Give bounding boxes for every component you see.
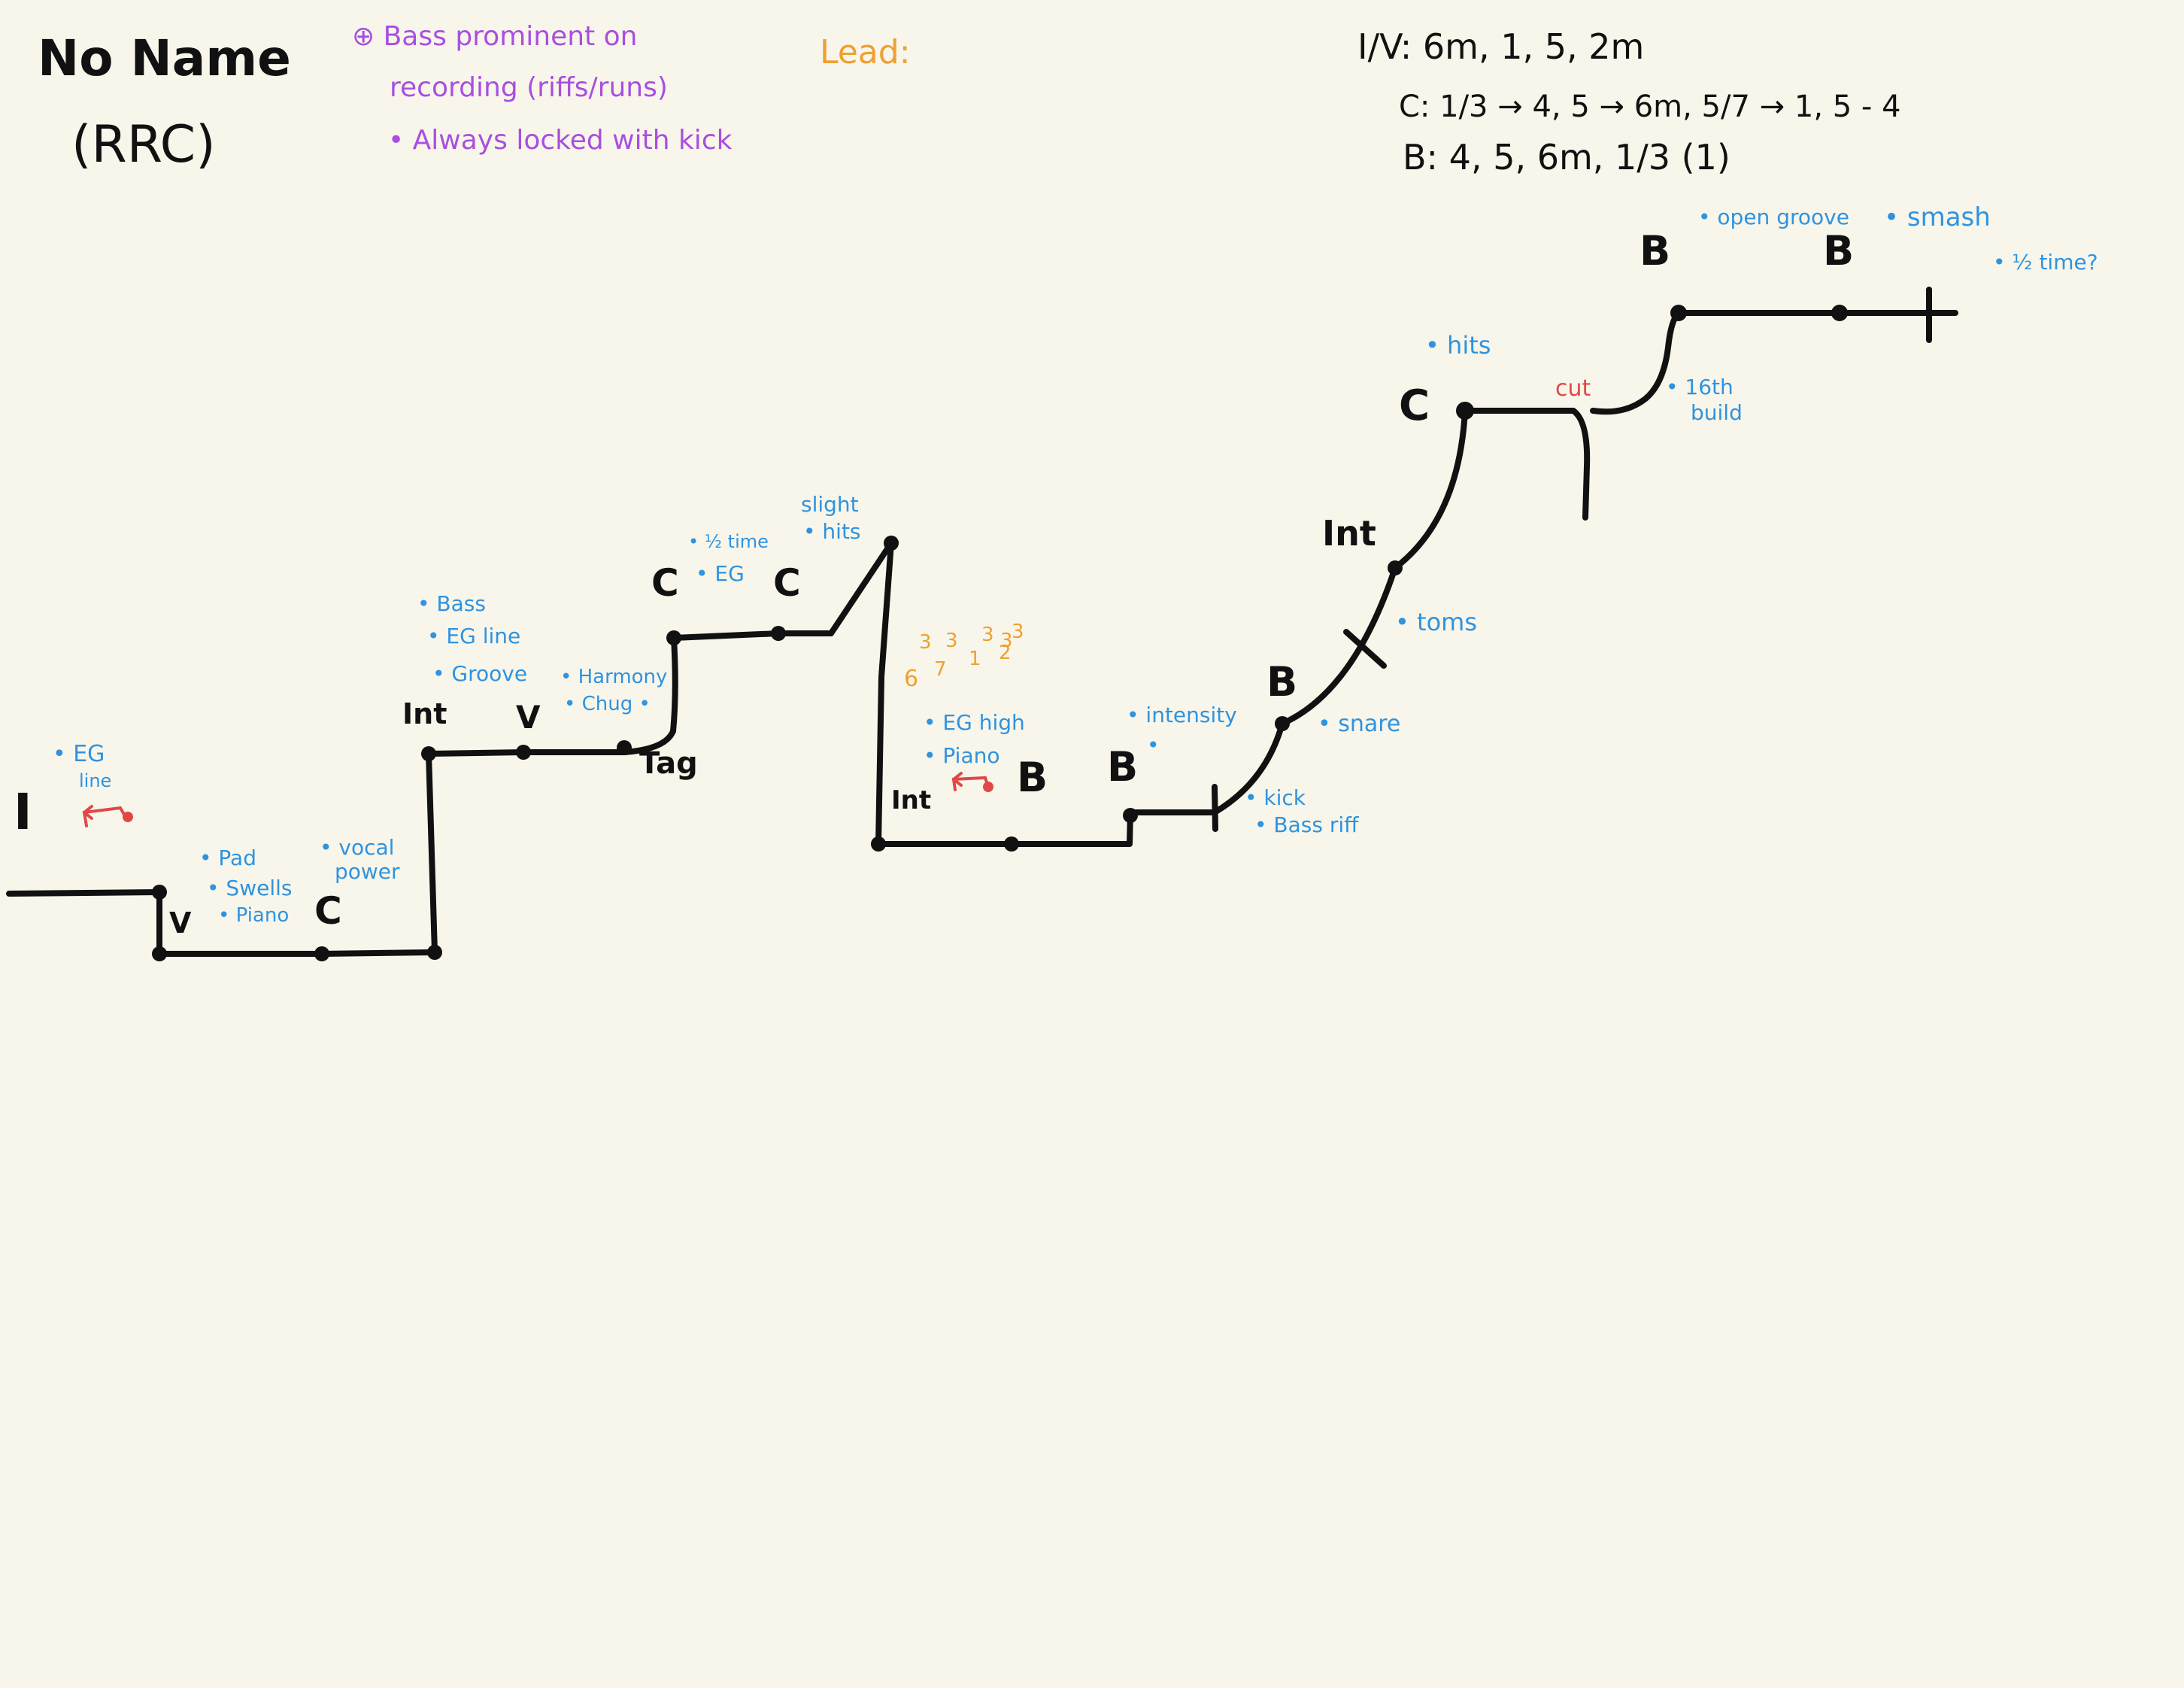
node-bridge1 [1004, 836, 1019, 852]
chord-intro-verse: I/V: 6m, 1, 5, 2m [1357, 26, 1644, 67]
note-bridge2-1: • intensity [1127, 703, 1237, 727]
note-chorus3: • hits [1425, 331, 1491, 360]
song-subtitle: (RRC) [71, 115, 216, 175]
note-chorus2-2: • EG [696, 561, 745, 586]
node-bridge3 [1275, 716, 1290, 731]
node-chorus2b [771, 626, 786, 641]
node-chorus1 [314, 946, 329, 961]
note-verse1-1: • Pad [199, 846, 256, 870]
note-chorus2b-2: • hits [803, 519, 861, 544]
note-interlude2-1: • EG high [924, 710, 1025, 735]
note-chorus1-2: power [335, 859, 400, 884]
node-verse2 [516, 745, 531, 760]
node-verse1 [152, 885, 167, 900]
node-bridge4 [1670, 305, 1687, 321]
note-chorus1-1: • vocal [320, 835, 394, 860]
label-verse1: V [169, 906, 192, 940]
repeat-icon-intro [82, 805, 128, 827]
note-bridge2-2: • [1147, 733, 1160, 757]
label-chorus2b: C [773, 561, 801, 605]
lead-top-3: 3 [981, 624, 994, 646]
note-interlude1-1: • Bass [417, 591, 486, 616]
note-snare: • snare [1318, 711, 1400, 737]
label-bridge4: B [1640, 227, 1670, 275]
lead-bottom-3: 1 [969, 648, 981, 670]
lead-numbers: 3 3 3 3 3 6 7 1 2 [904, 621, 1024, 692]
song-title: No Name [38, 29, 291, 87]
node-chorus3 [1456, 402, 1474, 420]
blue-annotations: • EG line • Pad • Swells • Piano • vocal… [53, 202, 2098, 927]
note-verse1-2: • Swells [207, 876, 292, 900]
path-nodes [152, 305, 1848, 961]
label-bridge5: B [1823, 227, 1854, 275]
repeat-marks [82, 772, 993, 827]
tick-snare [1343, 629, 1387, 669]
node-tag [617, 740, 632, 755]
label-interlude1: Int [402, 697, 447, 730]
repeat-dot-intro [123, 812, 133, 822]
bass-note-line-2: recording (riffs/runs) [390, 72, 668, 103]
note-chorus2b-1: slight [801, 492, 859, 517]
lead-bottom-4: 2 [999, 642, 1012, 664]
path-build [1590, 310, 1958, 415]
lead-top-5: 3 [1012, 621, 1024, 643]
note-interlude1-3: • Groove [432, 661, 527, 686]
note-interlude1-2: • EG line [427, 624, 520, 648]
note-interlude2-2: • Piano [924, 743, 1000, 768]
path-intro [6, 408, 1591, 957]
note-build-1: • 16th [1666, 375, 1734, 399]
label-bridge3: B [1266, 658, 1297, 706]
bass-note-line-3: • Always locked with kick [388, 125, 733, 156]
node-interlude1 [421, 746, 436, 761]
label-chorus2a: C [651, 561, 679, 605]
label-tag: Tag [639, 746, 698, 781]
label-chorus3: C [1399, 381, 1430, 430]
lead-bottom-2: 7 [934, 658, 947, 681]
note-verse2-1: • Harmony [560, 666, 667, 688]
note-kick-1: • kick [1245, 785, 1306, 810]
node-interlude3 [1388, 560, 1403, 575]
note-build-2: build [1691, 400, 1743, 425]
chord-bridge: B: 4, 5, 6m, 1/3 (1) [1403, 137, 1731, 178]
node-chorus2a [666, 630, 681, 645]
label-verse2: V [516, 699, 541, 736]
lead-bottom-1: 6 [904, 666, 918, 692]
node-peak [884, 536, 899, 551]
repeat-dot-interlude2 [983, 782, 993, 792]
lead-top-1: 3 [919, 631, 932, 654]
node-bridge2 [1123, 808, 1138, 823]
label-bridge2: B [1107, 743, 1138, 791]
node-verse1-low [152, 946, 167, 961]
song-path [6, 287, 1958, 957]
label-bridge1: B [1017, 754, 1048, 801]
note-toms: • toms [1395, 608, 1477, 636]
bass-note-line-1: ⊕ Bass prominent on [352, 21, 637, 52]
note-verse1-3: • Piano [218, 904, 289, 927]
note-half-time: • ½ time? [1993, 250, 2098, 275]
note-verse2-2: • Chug • [564, 693, 651, 715]
node-bridge5 [1831, 305, 1848, 321]
label-chorus1: C [314, 889, 342, 933]
chord-chorus: C: 1/3 → 4, 5 → 6m, 5/7 → 1, 5 - 4 [1399, 90, 1901, 124]
lead-label: Lead: [820, 33, 911, 71]
note-intro-1: • EG [53, 741, 105, 767]
label-interlude2: Int [891, 785, 931, 815]
note-kick-2: • Bass riff [1254, 812, 1359, 837]
note-open-groove: • open groove [1698, 205, 1849, 229]
lead-top-2: 3 [945, 630, 958, 652]
note-cut: cut [1555, 375, 1591, 402]
note-chorus2-1: • ½ time [688, 531, 769, 552]
label-interlude3: Int [1322, 513, 1376, 554]
note-intro-2: line [79, 770, 111, 791]
node-interlude2 [871, 836, 886, 852]
lead-top-4: 3 [1000, 630, 1013, 652]
section-labels: I V C Int V Tag C C Int B B B Int C B B [14, 227, 1854, 940]
label-intro: I [14, 783, 32, 841]
node-interlude1-low [427, 945, 442, 960]
note-smash: • smash [1884, 202, 1991, 232]
